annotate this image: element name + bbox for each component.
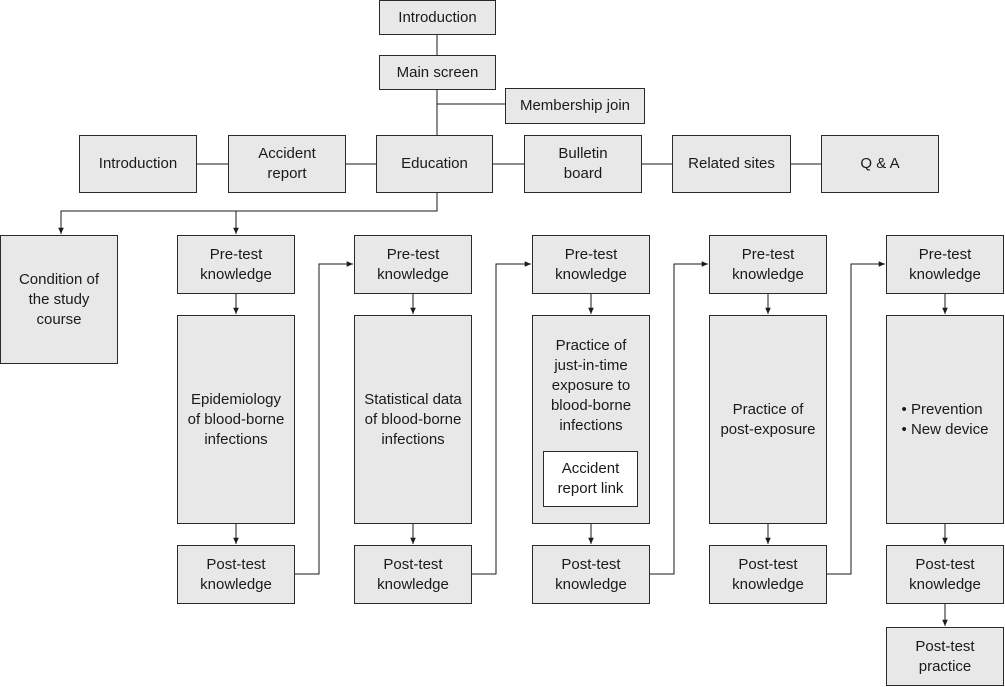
col3-content-label: Practice of just-in-time exposure to blo… <box>550 337 632 434</box>
col2-content-box: Statistical data of blood-borne infectio… <box>354 315 472 524</box>
col4-pretest-box: Pre-test knowledge <box>709 235 827 294</box>
col5-pretest-box: Pre-test knowledge <box>886 235 1004 294</box>
col1-content-box: Epidemiology of blood-borne infections <box>177 315 295 524</box>
col2-posttest-box: Post-test knowledge <box>354 545 472 604</box>
related-sites-label: Related sites <box>688 155 775 172</box>
col3-pretest-box: Pre-test knowledge <box>532 235 650 294</box>
top-introduction-box: Introduction <box>379 0 496 35</box>
col4-posttest-label: Post-test knowledge <box>732 555 804 593</box>
col4-posttest-box: Post-test knowledge <box>709 545 827 604</box>
col2-posttest-label: Post-test knowledge <box>377 555 449 593</box>
bulletin-board-label: Bulletin board <box>558 145 608 182</box>
top-introduction-label: Introduction <box>398 8 477 26</box>
menu-introduction-box: Introduction <box>79 135 197 193</box>
col2-pretest-box: Pre-test knowledge <box>354 235 472 294</box>
col3-pretest-label: Pre-test knowledge <box>555 245 627 283</box>
col5-content-box: Prevention New device <box>886 315 1004 524</box>
main-screen-box: Main screen <box>379 55 496 90</box>
col1-posttest-box: Post-test knowledge <box>177 545 295 604</box>
education-label: Education <box>401 155 468 172</box>
condition-of-study-course-label: Condition of the study course <box>18 270 100 328</box>
col4-pretest-label: Pre-test knowledge <box>732 245 804 283</box>
col2-content-label: Statistical data of blood-borne infectio… <box>364 390 462 448</box>
main-screen-label: Main screen <box>396 63 479 81</box>
membership-join-label: Membership join <box>519 97 631 114</box>
col2-pretest-label: Pre-test knowledge <box>377 245 449 283</box>
connector-22 <box>472 261 531 575</box>
col5-posttest-label: Post-test knowledge <box>909 555 981 593</box>
col5-bullet-list: Prevention New device <box>902 400 989 440</box>
accident-report-label: Accident report <box>258 145 316 182</box>
col3-posttest-label: Post-test knowledge <box>555 555 627 593</box>
accident-report-link-label: Accident report link <box>557 460 624 497</box>
col5-posttest-box: Post-test knowledge <box>886 545 1004 604</box>
col1-posttest-label: Post-test knowledge <box>200 555 272 593</box>
col4-content-box: Practice of post-exposure <box>709 315 827 524</box>
bullet-prevention: Prevention <box>902 400 989 420</box>
related-sites-box: Related sites <box>672 135 791 193</box>
posttest-practice-box: Post-test practice <box>886 627 1004 686</box>
col1-pretest-box: Pre-test knowledge <box>177 235 295 294</box>
menu-introduction-label: Introduction <box>98 155 178 172</box>
accident-report-link-box[interactable]: Accident report link <box>543 451 638 507</box>
col4-content-label: Practice of post-exposure <box>720 400 816 438</box>
bulletin-board-box: Bulletin board <box>524 135 642 193</box>
col3-posttest-box: Post-test knowledge <box>532 545 650 604</box>
col1-pretest-label: Pre-test knowledge <box>200 245 272 283</box>
accident-report-box: Accident report <box>228 135 346 193</box>
connector-9 <box>58 193 438 234</box>
col5-pretest-label: Pre-test knowledge <box>909 245 981 283</box>
condition-of-study-course-box: Condition of the study course <box>0 235 118 364</box>
membership-join-box: Membership join <box>505 88 645 124</box>
connector-24 <box>827 261 885 575</box>
qa-label: Q & A <box>860 155 900 172</box>
bullet-new-device: New device <box>902 420 989 440</box>
connector-23 <box>650 261 708 575</box>
qa-box: Q & A <box>821 135 939 193</box>
col1-content-label: Epidemiology of blood-borne infections <box>187 390 285 448</box>
education-box: Education <box>376 135 493 193</box>
posttest-practice-label: Post-test practice <box>915 637 975 675</box>
connector-21 <box>295 261 353 575</box>
